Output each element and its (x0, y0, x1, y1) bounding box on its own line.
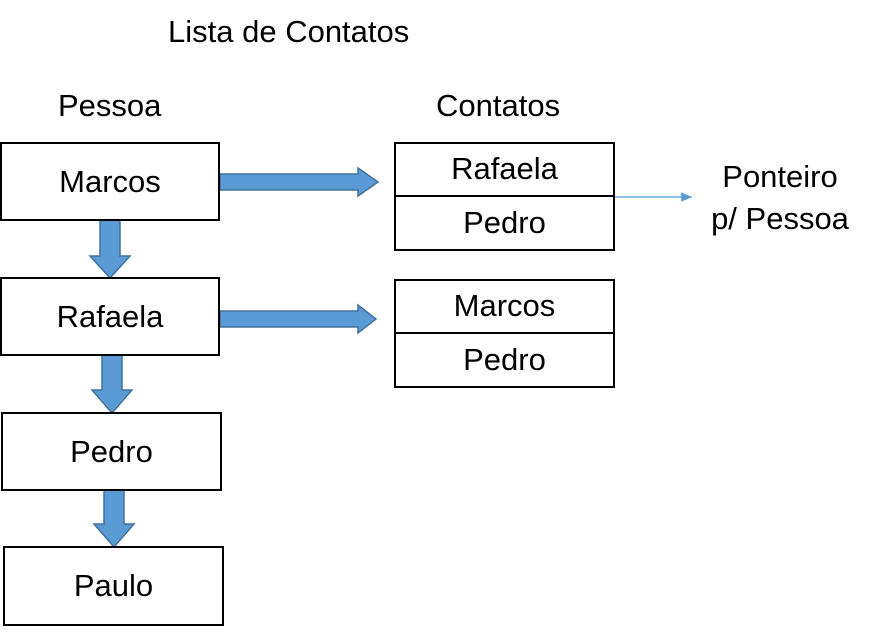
contact-item: Pedro (463, 204, 546, 240)
person-node-pedro: Pedro (1, 412, 222, 491)
person-node-marcos: Marcos (0, 142, 220, 221)
pointer-note: Ponteiro p/ Pessoa (700, 156, 860, 240)
diagram-title: Lista de Contatos (168, 14, 410, 49)
down-arrow-3 (92, 489, 136, 549)
person-node-rafaela: Rafaela (0, 277, 220, 356)
contact-item: Marcos (396, 281, 613, 334)
pointer-note-line1: Ponteiro (722, 159, 838, 194)
right-arrow-2 (219, 303, 378, 335)
down-arrow-1 (88, 219, 132, 280)
contact-item: Pedro (463, 341, 546, 377)
down-arrow-2 (90, 354, 134, 415)
header-contatos: Contatos (436, 88, 561, 123)
right-arrow-1 (219, 166, 380, 198)
header-pessoa: Pessoa (58, 88, 162, 123)
pointer-note-line2: p/ Pessoa (711, 200, 849, 236)
person-node-paulo: Paulo (3, 546, 224, 626)
contact-list-marcos: Rafaela Pedro (394, 142, 615, 251)
contact-item: Rafaela (396, 144, 613, 197)
contact-list-rafaela: Marcos Pedro (394, 279, 615, 388)
